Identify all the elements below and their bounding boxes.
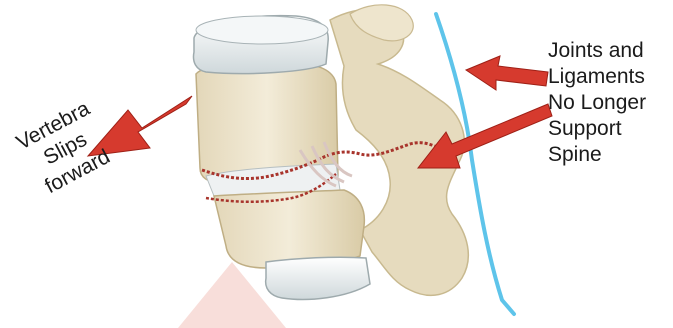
label-line: Joints and: [548, 38, 673, 64]
label-line: No Longer: [548, 90, 673, 116]
bottom-disc: [266, 257, 370, 299]
label-line: Spine: [548, 142, 673, 168]
label-line: Ligaments: [548, 64, 673, 90]
label-line: Support: [548, 116, 673, 142]
arrow-pointer-icon: [466, 56, 548, 90]
label-joints-ligaments: Joints and Ligaments No Longer Support S…: [548, 38, 673, 168]
top-disc-surface: [196, 16, 328, 44]
